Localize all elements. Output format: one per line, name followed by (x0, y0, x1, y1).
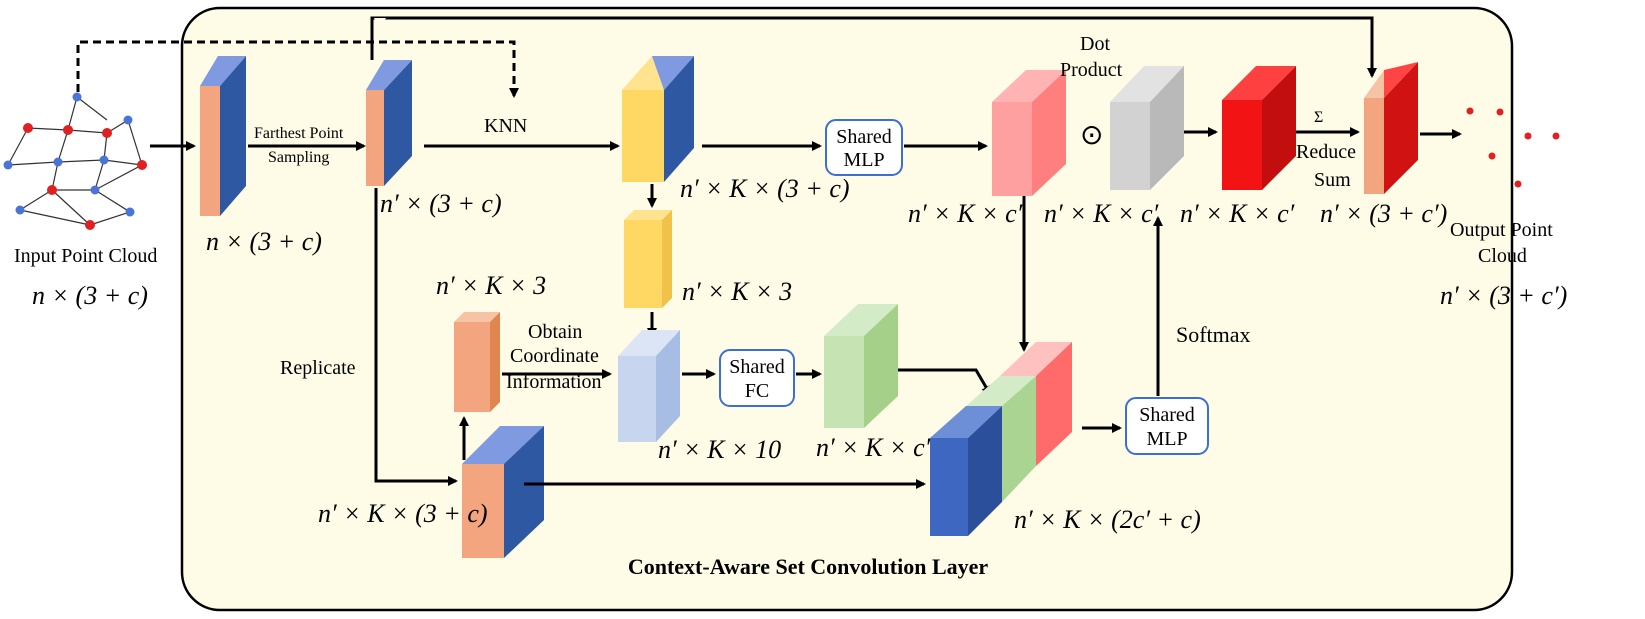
gray-attention-block (1110, 66, 1184, 190)
dim-gray: n′ × K × c′ (1044, 199, 1159, 228)
sigma-label: Σ (1314, 109, 1323, 126)
dim-out-block: n′ × (3 + c′) (1320, 199, 1447, 228)
shared-mlp-top-line1: Shared (836, 126, 892, 148)
dim-green: n′ × K × c′ (816, 433, 931, 462)
layer-title: Context-Aware Set Convolution Layer (628, 554, 989, 579)
replicate-label: Replicate (280, 357, 356, 379)
input-point-cloud-graph (3, 92, 147, 230)
obtain-label-1: Obtain (528, 321, 582, 343)
shared-mlp-bot-line1: Shared (1139, 404, 1195, 426)
dim-ten: n′ × K × 10 (658, 435, 781, 464)
replicate-line (374, 188, 458, 486)
input-tensor-block (200, 56, 246, 216)
knn-label: KNN (484, 115, 527, 137)
dot-label-1: Dot (1080, 33, 1110, 55)
shared-mlp-top-line2: MLP (843, 149, 884, 171)
shared-mlp-bot-box (1125, 397, 1209, 455)
shared-fc-box (719, 349, 795, 407)
yellow-coord-block (624, 210, 672, 308)
shared-fc-line1: Shared (729, 356, 785, 378)
dim-coord-yellow: n′ × K × 3 (682, 277, 792, 306)
dim-red: n′ × K × c′ (1180, 199, 1295, 228)
sum-label: Sum (1314, 169, 1351, 191)
dim-sampled: n′ × (3 + c) (380, 189, 502, 218)
concat-tensor-block (930, 342, 1072, 536)
shared-mlp-bot-line2: MLP (1146, 428, 1187, 450)
reduce-label: Reduce (1296, 141, 1356, 163)
dim-replicated: n′ × K × (3 + c) (318, 499, 488, 528)
output-tensor-block (1364, 62, 1418, 194)
knn-tensor-block (622, 56, 694, 182)
dim-pink: n′ × K × c′ (908, 199, 1023, 228)
dim-concat: n′ × K × (2c′ + c) (1014, 505, 1201, 534)
green-feature-block (824, 304, 898, 428)
dim-coord-orange: n′ × K × 3 (436, 271, 546, 300)
sampled-tensor-block (366, 60, 412, 186)
dim-input-block: n × (3 + c) (206, 227, 322, 256)
dot-symbol: ⊙ (1080, 120, 1103, 151)
dim-knn: n′ × K × (3 + c) (680, 174, 850, 203)
red-weighted-block (1222, 66, 1296, 190)
output-dims: n′ × (3 + c′) (1440, 281, 1567, 310)
dashed-knn-link (76, 40, 519, 98)
input-dims: n × (3 + c) (32, 281, 148, 310)
output-label-1: Output Point (1450, 219, 1553, 241)
output-point-cloud (1466, 107, 1560, 188)
arrow-green-to-concat (898, 368, 992, 396)
shared-mlp-top-box (825, 119, 903, 176)
shared-fc-line2: FC (745, 380, 769, 402)
fps-label-2: Sampling (268, 149, 329, 166)
orange-coord-block (454, 312, 500, 412)
pink-feature-block (992, 70, 1066, 196)
obtain-label-3: Information (506, 371, 602, 393)
lightblue-geom-block (618, 330, 680, 442)
input-label: Input Point Cloud (14, 245, 157, 267)
fps-label-1: Farthest Point (254, 125, 344, 142)
softmax-label: Softmax (1176, 322, 1251, 347)
replicated-tensor-block (462, 426, 544, 558)
output-label-2: Cloud (1478, 245, 1527, 267)
dot-label-2: Product (1060, 59, 1123, 81)
skip-connection (370, 16, 1377, 78)
obtain-label-2: Coordinate (510, 345, 599, 367)
